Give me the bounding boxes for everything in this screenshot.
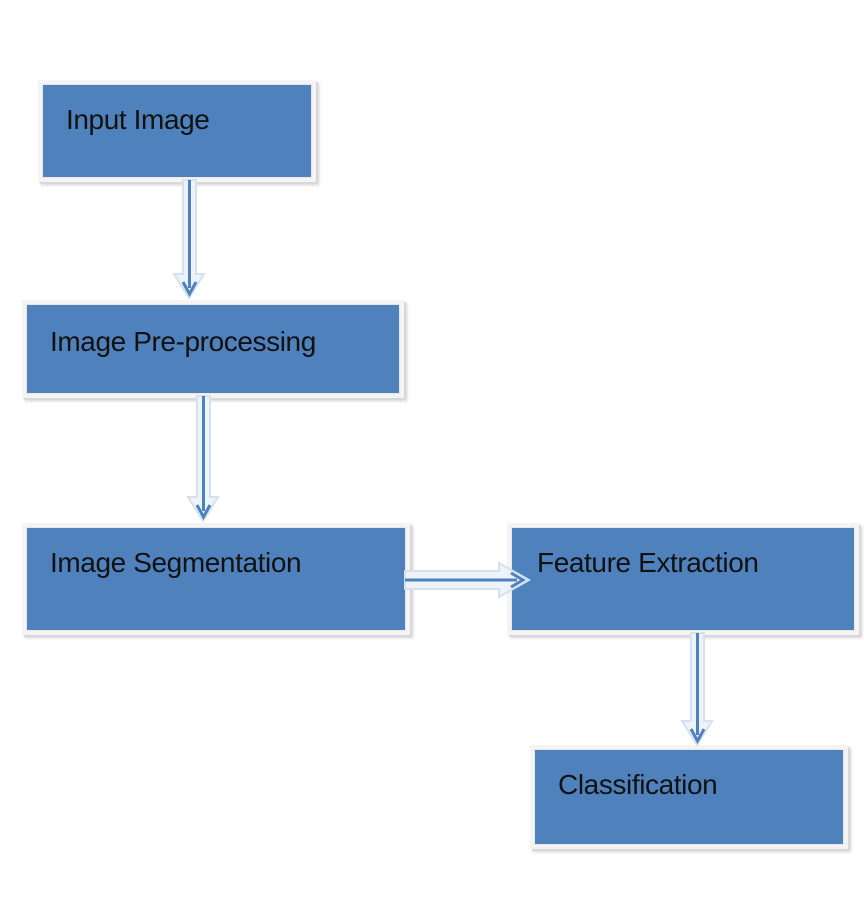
input-image-node: Input Image: [38, 80, 316, 182]
input-image-label: Input Image: [66, 104, 210, 135]
image-segmentation-label: Image Segmentation: [50, 547, 302, 578]
image-preprocessing-label: Image Pre-processing: [50, 326, 316, 357]
arrow-preprocessing-to-segmentation: [186, 395, 220, 523]
arrow-input-to-preprocessing: [172, 179, 206, 300]
image-segmentation-node: Image Segmentation: [22, 523, 410, 635]
classification-node: Classification: [530, 745, 848, 849]
image-preprocessing-node: Image Pre-processing: [22, 300, 404, 398]
feature-extraction-node: Feature Extraction: [507, 523, 859, 635]
arrow-segmentation-to-feature-extraction: [404, 561, 532, 599]
arrow-feature-extraction-to-classification: [680, 632, 714, 747]
feature-extraction-label: Feature Extraction: [537, 547, 759, 578]
classification-label: Classification: [558, 769, 718, 800]
